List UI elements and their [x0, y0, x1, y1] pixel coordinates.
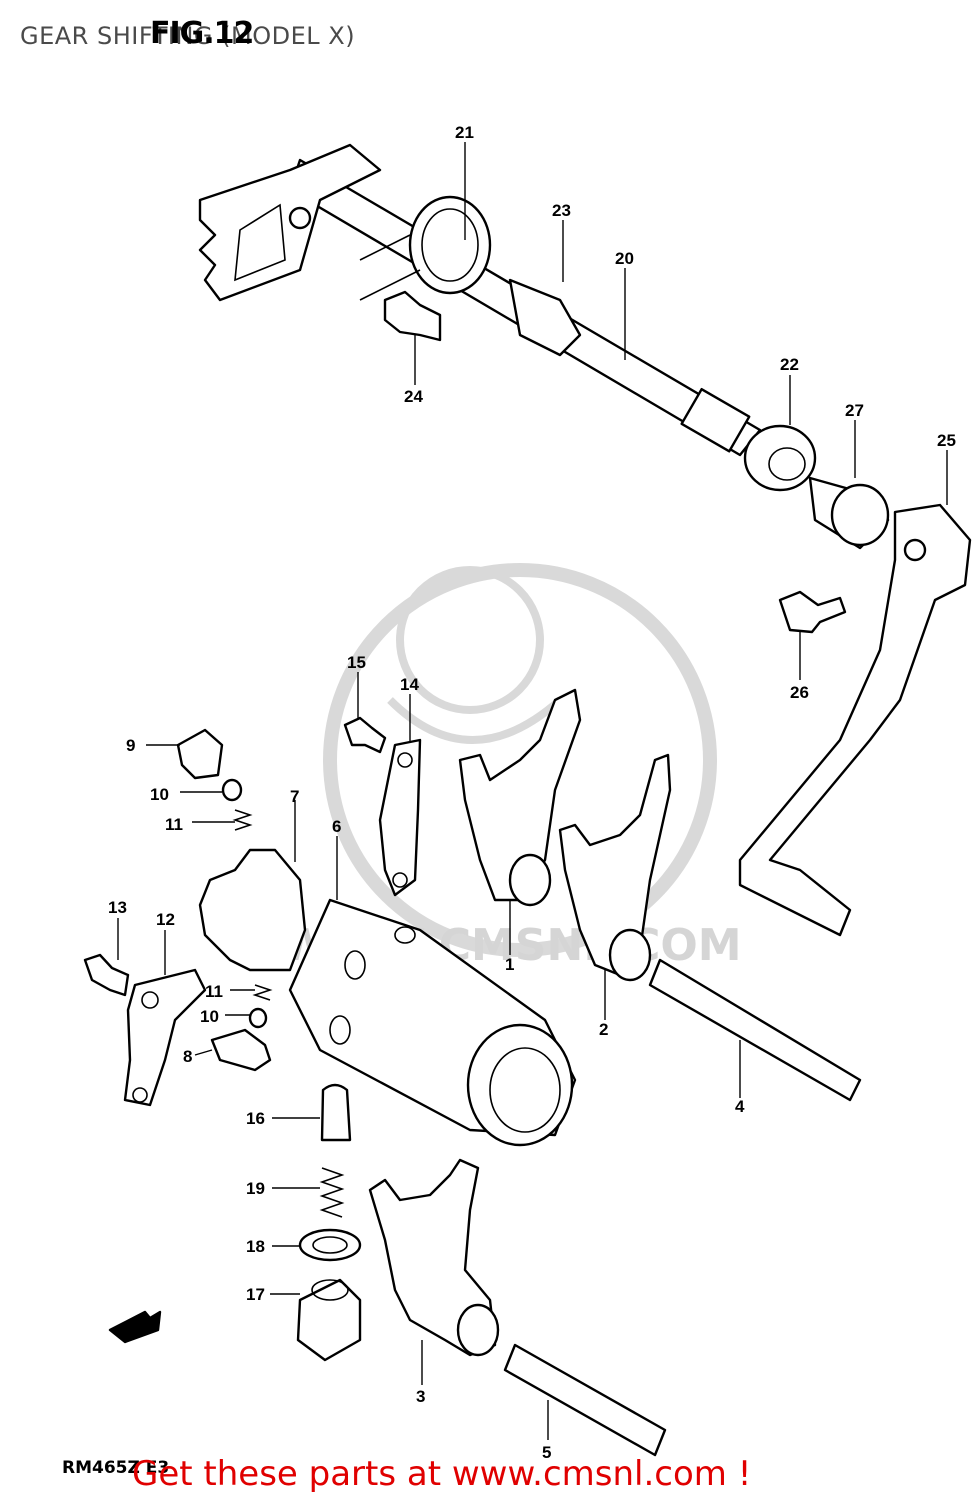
callout-3: 3 [416, 1387, 425, 1406]
callout-labels: 21 23 20 22 27 25 26 24 15 14 9 10 11 7 … [108, 123, 956, 1462]
callout-26: 26 [790, 683, 809, 702]
callout-4: 4 [735, 1097, 745, 1116]
part-6-gearshift-cam [288, 898, 577, 1147]
part-19-spring [319, 1167, 345, 1218]
callout-9: 9 [126, 736, 135, 755]
callout-2: 2 [599, 1020, 608, 1039]
callout-11-upper: 11 [165, 815, 183, 834]
part-3-gearshift-fork [368, 1158, 500, 1357]
callout-15: 15 [347, 653, 366, 672]
part-24-bolt [383, 290, 442, 342]
page-title: GEAR SHIFTING (MODEL X) [20, 22, 356, 50]
callout-6: 6 [332, 817, 341, 836]
part-23-return-spring [359, 195, 492, 301]
part-11-spring-upper [232, 809, 253, 831]
part-5-fork-shaft [503, 1343, 667, 1457]
callout-11-lower: 11 [205, 982, 223, 1001]
part-26-bolt [778, 590, 847, 634]
part-1-gearshift-fork [458, 688, 582, 907]
callout-27: 27 [845, 401, 864, 420]
part-17-plug [296, 1278, 362, 1362]
forward-direction-arrow-icon [108, 1310, 162, 1344]
callout-22: 22 [780, 355, 799, 374]
part-25-gearshift-lever [738, 503, 972, 937]
part-11-spring-lower [252, 984, 273, 1001]
callout-13: 13 [108, 898, 127, 917]
callout-23: 23 [552, 201, 571, 220]
part-14-cam-stopper-plate [378, 738, 422, 897]
callout-7: 7 [290, 787, 299, 806]
callout-1: 1 [505, 955, 514, 974]
callout-5: 5 [542, 1443, 551, 1462]
drawing-code: RM465Z E3 [62, 1458, 170, 1478]
callout-25: 25 [937, 431, 956, 450]
callout-20: 20 [615, 249, 634, 268]
callout-18: 18 [246, 1237, 265, 1256]
callout-12: 12 [156, 910, 175, 929]
callout-14: 14 [400, 675, 419, 694]
callout-16: 16 [246, 1109, 265, 1128]
callout-19: 19 [246, 1179, 265, 1198]
part-15-screw [343, 716, 387, 754]
part-2-gearshift-fork [558, 753, 672, 982]
part-10-pin-lower [248, 1007, 268, 1029]
part-18-washer [298, 1228, 362, 1262]
part-13-screw [83, 953, 130, 997]
callout-10-upper: 10 [150, 785, 169, 804]
part-7-cam-driven-gear [198, 848, 307, 972]
promo-link[interactable]: Get these parts at www.cmsnl.com ! [132, 1454, 752, 1494]
part-16-neutral-pin [320, 1083, 352, 1142]
figure-label: FIG.12 [150, 16, 254, 51]
callout-10-lower: 10 [200, 1007, 219, 1026]
callout-21: 21 [455, 123, 474, 142]
callout-leaders [117, 142, 948, 1440]
callout-17: 17 [246, 1285, 265, 1304]
part-10-pin-upper [221, 778, 243, 802]
part-8-pawl [210, 1028, 272, 1072]
part-12-cam-stopper [123, 968, 207, 1107]
callout-24: 24 [404, 387, 423, 406]
part-27-bushing [808, 476, 890, 550]
part-9-shifter-pawl [176, 728, 224, 780]
callout-8: 8 [183, 1047, 192, 1066]
part-23-collar [508, 278, 582, 357]
part-4-fork-shaft [648, 958, 862, 1102]
part-22-oil-seal [743, 424, 817, 492]
part-21-gearshift-arm [198, 143, 382, 302]
